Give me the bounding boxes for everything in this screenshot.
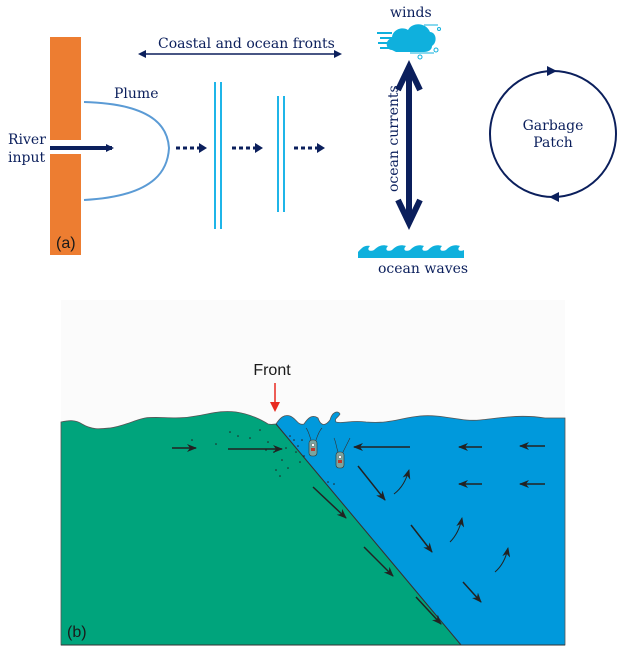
front-lines-2	[277, 96, 285, 212]
flow-arrow	[410, 524, 433, 553]
flow-arrow	[462, 581, 482, 603]
garbage-label-line1: Garbage	[523, 118, 584, 134]
panel-a: (a) River input Plume Coastal and ocean …	[8, 5, 617, 277]
plankton-creature-2	[333, 437, 351, 469]
ocean-currents-arrow	[395, 60, 423, 230]
ocean-water	[275, 411, 566, 646]
plume-curve	[83, 101, 171, 201]
plankton-creature-1	[305, 427, 323, 457]
plume-label: Plume	[114, 86, 158, 102]
flow-arrow	[363, 546, 394, 577]
gyre-arrow-top	[547, 66, 557, 76]
upwelling-arrow	[494, 547, 511, 573]
dotted-arrow-2	[232, 143, 263, 153]
gyre-arrow-bottom	[549, 192, 559, 202]
dotted-arrow-3	[294, 143, 325, 153]
waves-label: ocean waves	[378, 261, 468, 277]
garbage-patch-gyre	[489, 70, 617, 198]
upwelling-arrow	[393, 469, 411, 495]
front-label: Front	[253, 362, 291, 379]
fronts-label: Coastal and ocean fronts	[158, 36, 335, 52]
winds-label: winds	[390, 5, 432, 21]
front-indicator-arrow	[270, 383, 280, 412]
flow-arrow	[357, 465, 386, 501]
upwelling-arrow	[449, 517, 465, 543]
coastline-lower	[50, 154, 81, 255]
flow-arrow	[415, 596, 442, 625]
ocean-flow-arrows	[353, 442, 545, 603]
river-label-line1: River	[8, 132, 46, 148]
coastline-upper	[50, 37, 81, 140]
front-boundary	[275, 423, 462, 646]
panel-b-label: (b)	[67, 624, 87, 641]
flow-arrow	[312, 486, 347, 519]
panel-a-label: (a)	[56, 235, 76, 252]
panel-b: Front	[60, 300, 566, 646]
currents-label: ocean currents	[386, 85, 402, 192]
cloud-wind-icon	[377, 24, 441, 60]
garbage-label-line2: Patch	[533, 135, 573, 151]
river-label-line2: input	[8, 150, 45, 166]
front-lines-1	[214, 82, 222, 229]
ocean-waves-icon	[358, 245, 464, 258]
coastal-water	[60, 411, 462, 646]
dotted-arrow-1	[176, 143, 207, 153]
coastal-flow-arrows	[172, 444, 442, 625]
